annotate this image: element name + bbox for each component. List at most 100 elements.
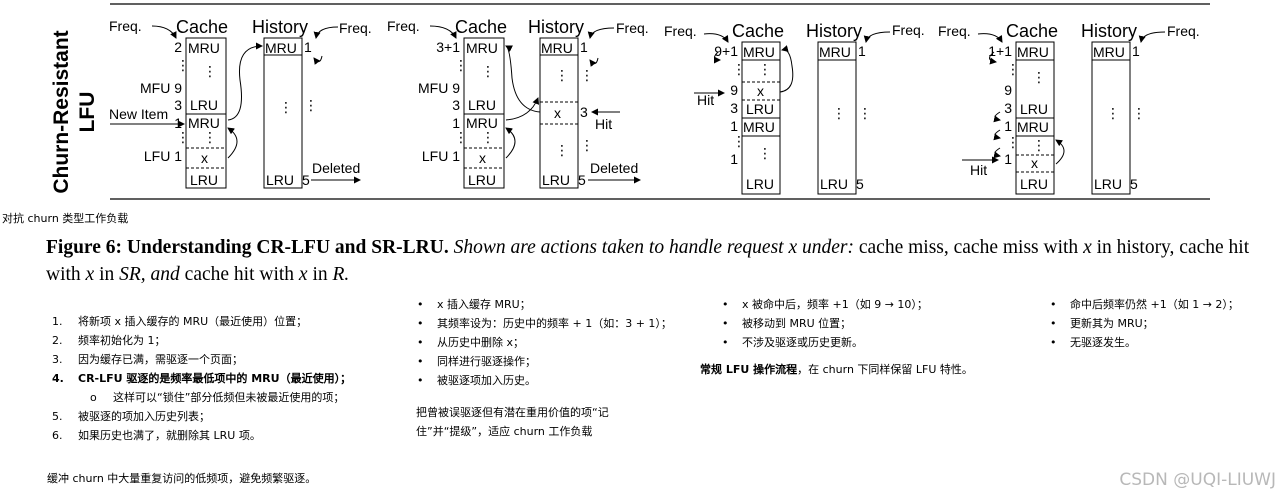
cache-block-mru: MRU <box>188 40 220 56</box>
hist-freq: 5 <box>1130 176 1138 192</box>
cache-label: Cache <box>176 17 228 37</box>
freq-value: 3 <box>174 97 182 113</box>
note-item: 被驱逐项加入历史。 <box>417 371 672 390</box>
note-item: 6.如果历史也满了，就删除其 LRU 项。 <box>52 429 261 442</box>
note-item: x 被命中后，频率 +1（如 9 → 10）； <box>722 295 928 314</box>
freq-label: Freq. <box>664 23 697 39</box>
note-item: 其频率设为：历史中的频率 + 1（如：3 + 1）； <box>417 314 672 333</box>
svg-text:⋮: ⋮ <box>1032 137 1046 153</box>
history-block-mru: MRU <box>265 40 297 56</box>
cache-block-mru: MRU <box>743 44 775 60</box>
panel-miss-in-history: Freq. Cache History Freq. MRU ⋮ LRU MRU … <box>387 17 649 189</box>
svg-text:⋮: ⋮ <box>304 97 318 113</box>
freq-value: 9 <box>1004 82 1012 98</box>
note-item: 3.因为缓存已满，需驱逐一个页面； <box>52 353 243 366</box>
notes-hit-in-r: 命中后频率仍然 +1（如 1 → 2）； 更新其为 MRU； 无驱逐发生。 <box>1050 295 1239 352</box>
caption-text: and <box>150 264 180 285</box>
freq-value: 2 <box>174 39 182 55</box>
hist-freq: 1 <box>858 43 866 59</box>
svg-text:⋮: ⋮ <box>858 105 872 121</box>
cache-label: Cache <box>732 21 784 41</box>
evict-item-x: x <box>479 150 486 166</box>
new-item-label: New Item <box>109 106 168 122</box>
history-block-lru: LRU <box>266 172 294 188</box>
svg-text:⋮: ⋮ <box>1106 105 1120 121</box>
svg-text:⋮: ⋮ <box>580 137 594 153</box>
mfu-freq: MFU 9 <box>418 80 460 96</box>
cache-block-lru: LRU <box>746 101 774 117</box>
note-item: 无驱逐发生。 <box>1050 333 1239 352</box>
svg-text:⋮: ⋮ <box>279 99 293 115</box>
note-item: 1.将新项 x 插入缓存的 MRU（最近使用）位置； <box>52 315 308 328</box>
cn-annotation: 对抗 churn 类型工作负载 <box>2 211 128 225</box>
cache-block-mru: MRU <box>188 115 220 131</box>
history-block-lru: LRU <box>542 172 570 188</box>
hit-label: Hit <box>595 116 612 132</box>
side-title-line2: LFU <box>76 92 99 133</box>
history-label: History <box>252 17 308 37</box>
svg-text:⋮: ⋮ <box>758 61 772 77</box>
hist-freq: 1 <box>1132 43 1140 59</box>
cache-block-lru: LRU <box>1020 101 1048 117</box>
svg-text:⋮: ⋮ <box>1032 69 1046 85</box>
note-footer: 常规 LFU 操作流程，在 churn 下同样保留 LFU 特性。 <box>700 363 973 376</box>
svg-text:⋮: ⋮ <box>203 63 217 79</box>
note-item: 命中后频率仍然 +1（如 1 → 2）； <box>1050 295 1239 314</box>
panel-hit-in-r: Freq. Cache History Freq. MRU ⋮ LRU MRU … <box>938 21 1200 195</box>
caption-var: x <box>298 264 308 285</box>
note-item: 更新其为 MRU； <box>1050 314 1239 333</box>
caption-text: history, <box>1116 237 1175 258</box>
svg-text:⋮: ⋮ <box>454 57 468 73</box>
deleted-label: Deleted <box>590 160 638 176</box>
note-item: 同样进行驱逐操作； <box>417 352 672 371</box>
caption-var: x <box>1083 237 1092 258</box>
cache-block-mru: MRU <box>1017 119 1049 135</box>
cache-block-lru: LRU <box>468 172 496 188</box>
freq-value: 3 <box>452 97 460 113</box>
svg-text:⋮: ⋮ <box>176 57 190 73</box>
history-label: History <box>1081 21 1137 41</box>
freq-history-label: Freq. <box>616 20 649 36</box>
svg-text:⋮: ⋮ <box>176 129 190 145</box>
figure-caption: Figure 6: Understanding CR-LFU and SR-LR… <box>46 234 1276 288</box>
caption-var: x <box>85 264 95 285</box>
freq-label: Freq. <box>938 23 971 39</box>
freq-value: 1 <box>1004 151 1012 167</box>
caption-var: SR, <box>119 264 146 285</box>
freq-value: 1 <box>730 151 738 167</box>
history-block-mru: MRU <box>541 40 573 56</box>
history-block-mru: MRU <box>819 44 851 60</box>
freq-value: 1 <box>730 118 738 134</box>
caption-text: in <box>99 264 115 285</box>
history-block-lru: LRU <box>1094 176 1122 192</box>
mfu-freq: MFU 9 <box>140 80 182 96</box>
notes-hit-in-sr: x 被命中后，频率 +1（如 9 → 10）； 被移动到 MRU 位置； 不涉及… <box>722 295 928 352</box>
svg-text:⋮: ⋮ <box>481 129 495 145</box>
svg-text:⋮: ⋮ <box>454 129 468 145</box>
caption-text: in <box>312 264 328 285</box>
freq-history-label: Freq. <box>1167 23 1200 39</box>
hist-freq: 5 <box>578 172 586 188</box>
freq-value: 3 <box>1004 100 1012 116</box>
history-block-mru: MRU <box>1093 44 1125 60</box>
note-item: 5.被驱逐的项加入历史列表； <box>52 410 210 423</box>
freq-value: 1 <box>452 115 460 131</box>
svg-text:⋮: ⋮ <box>555 142 569 158</box>
freq-value: 1 <box>1004 118 1012 134</box>
cache-block-mru: MRU <box>743 119 775 135</box>
cache-block-mru: MRU <box>466 40 498 56</box>
note-footer: 把曾被误驱逐但有潜在重用价值的项“记 住”并“提级”，适应 churn 工作负载 <box>416 406 609 438</box>
figure-title: Understanding CR-LFU and SR-LRU. <box>126 237 449 258</box>
hit-label: Hit <box>697 92 714 108</box>
note-item: 不涉及驱逐或历史更新。 <box>722 333 928 352</box>
note-item: 被移动到 MRU 位置； <box>722 314 928 333</box>
hist-freq: 1 <box>304 39 312 55</box>
cr-lfu-diagram: Churn-Resistant LFU Freq. Cache History … <box>2 3 1210 225</box>
history-label: History <box>528 17 584 37</box>
cache-block-lru: LRU <box>468 97 496 113</box>
freq-value: 9+1 <box>714 43 738 59</box>
panel-hit-in-sr: Freq. Cache History Freq. MRU ⋮ x LRU MR… <box>664 21 925 195</box>
caption-text: cache hit with <box>46 237 1250 285</box>
svg-text:⋮: ⋮ <box>1006 134 1020 150</box>
